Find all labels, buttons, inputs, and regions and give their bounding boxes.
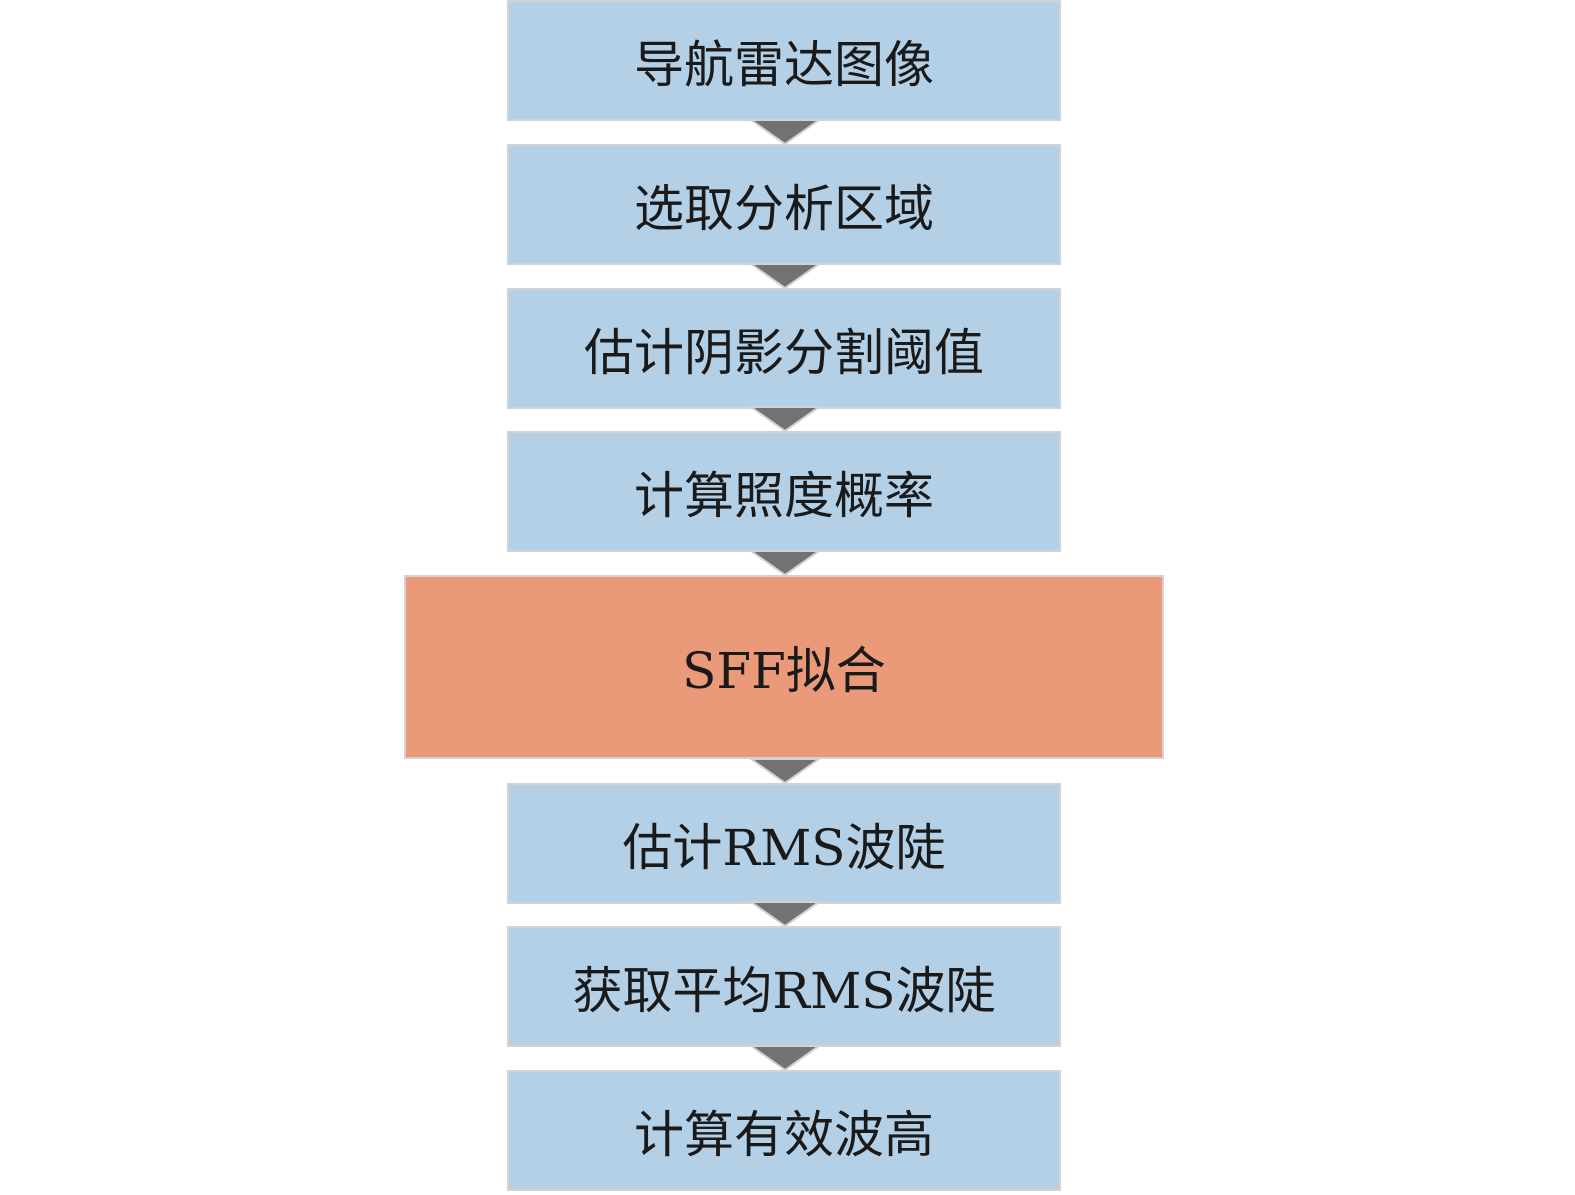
step-radar-image: 导航雷达图像 [507,0,1061,121]
step-label: 估计阴影分割阈值 [584,323,984,382]
arrow-down-icon [750,119,820,145]
step-significant-wave-height: 计算有效波高 [507,1070,1061,1191]
step-label: 获取平均RMS波陡 [572,961,996,1020]
step-shadow-threshold: 估计阴影分割阈值 [507,288,1061,409]
step-label: 导航雷达图像 [634,35,934,94]
step-illumination-probability: 计算照度概率 [507,431,1061,552]
step-average-rms-slope: 获取平均RMS波陡 [507,926,1061,1047]
arrow-down-icon [750,758,820,784]
arrow-down-icon [750,406,820,432]
step-label: 估计RMS波陡 [622,818,946,877]
step-label: SFF拟合 [682,642,886,700]
step-label: 选取分析区域 [634,179,934,238]
arrow-down-icon [750,263,820,289]
arrow-down-icon [750,901,820,927]
arrow-down-icon [750,550,820,576]
arrow-down-icon [750,1045,820,1071]
step-label: 计算照度概率 [634,466,934,525]
step-select-region: 选取分析区域 [507,144,1061,265]
step-estimate-rms-slope: 估计RMS波陡 [507,783,1061,904]
step-sff-fit: SFF拟合 [404,575,1164,759]
step-label: 计算有效波高 [634,1105,934,1164]
